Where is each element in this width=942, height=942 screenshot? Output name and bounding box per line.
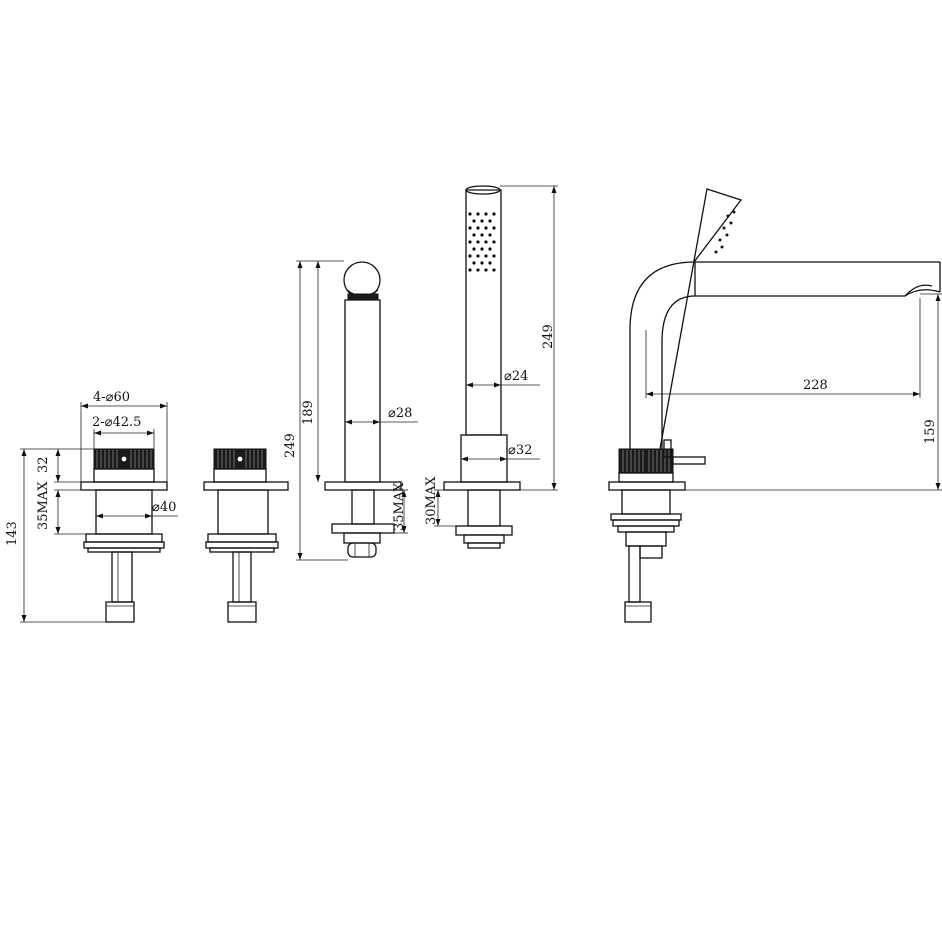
label-dia40: ⌀40 [152,500,176,515]
label-189: 189 [301,400,316,425]
label-143: 143 [5,521,20,546]
label-249-shower: 249 [541,324,556,349]
dimension-lines [20,185,942,623]
hand-shower-stowed-nozzles [714,210,736,254]
label-dia24: ⌀24 [504,369,528,384]
valve-middle [203,448,289,623]
label-159: 159 [923,419,938,444]
dimension-arrows [21,186,941,622]
label-2-dia42-5: 2-⌀42.5 [92,415,141,430]
label-35max-spout: 35MAX [392,482,407,531]
spray-nozzles [468,212,496,272]
dimension-labels: 4-⌀60 2-⌀42.5 32 35MAX ⌀40 143 249 189 ⌀… [5,324,938,546]
label-4-dia60: 4-⌀60 [93,390,130,405]
label-228: 228 [803,378,828,393]
label-dia32: ⌀32 [508,443,532,458]
spout [324,261,402,558]
valve-left [80,448,168,623]
label-35max-left: 35MAX [36,481,51,530]
label-32: 32 [36,456,51,473]
label-249-spout: 249 [283,433,298,458]
label-dia28: ⌀28 [388,406,412,421]
bath-spout-diverter [608,188,941,623]
hand-shower [443,185,521,549]
label-30max: 30MAX [424,476,439,525]
